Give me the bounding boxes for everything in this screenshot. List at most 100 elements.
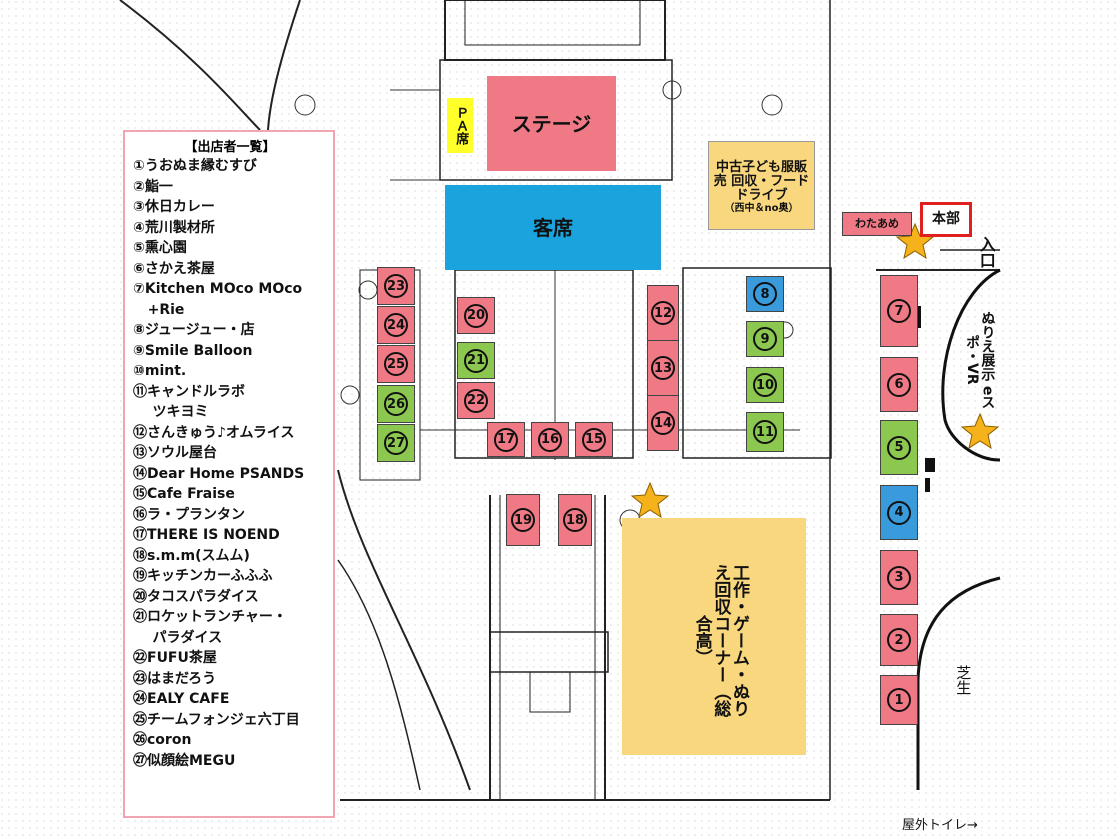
stall-18: 18	[558, 494, 592, 546]
legend-item: ⑳タコスパラダイス	[133, 588, 259, 605]
toilet-direction-label: 屋外トイレ→	[902, 817, 978, 833]
legend-item: ⑦Kitchen MOco MOco	[133, 281, 303, 297]
legend-item: ⑭Dear Home PSANDS	[133, 465, 305, 482]
stall-number: 10	[753, 373, 777, 397]
stall-number: 7	[887, 299, 911, 323]
stall-26: 26	[377, 385, 415, 423]
stall-number: 6	[887, 372, 911, 397]
legend-item: ④荒川製材所	[133, 219, 215, 236]
stall-25: 25	[377, 345, 415, 383]
kids-clothes-area: 中古子ども服販売 回収・フードドライブ （西中＆no奥）	[708, 141, 815, 230]
stall-number: 21	[464, 348, 488, 373]
esports-coloring-label: ぬりえ展示 eスポ・VR	[964, 310, 996, 410]
stall-number: 13	[651, 356, 675, 380]
legend-item: ㉕チームフォンジェ六丁目	[133, 711, 300, 728]
stall-21: 21	[457, 342, 495, 379]
stall-number: 2	[887, 628, 911, 652]
legend-list: ①うおぬま縁むすび ②鮨一 ③休日カレー ④荒川製材所 ⑤熏心園 ⑥さかえ茶屋 ⑦Kitch…	[133, 156, 327, 771]
legend-item: ⑤熏心園	[133, 240, 187, 256]
legend-item: ツキヨミ	[133, 404, 209, 420]
stall-number: 24	[384, 313, 408, 337]
audience-seating: 客席	[445, 185, 661, 270]
craft-corner-area	[622, 518, 806, 755]
legend-item: ①うおぬま縁むすび	[133, 158, 257, 174]
stall-11: 11	[746, 412, 784, 452]
star-marker-right	[960, 412, 1000, 450]
legend-item: ㉒FUFU茶屋	[133, 650, 217, 666]
legend-item: ⑯ラ・プランタン	[133, 506, 245, 523]
stall-13: 13	[647, 340, 679, 396]
cotton-candy-stall: わたあめ	[842, 212, 912, 236]
stall-8: 8	[746, 276, 784, 312]
stall-number: 22	[464, 388, 488, 413]
stall-number: 18	[563, 508, 587, 532]
stall-16: 16	[531, 422, 569, 457]
stall-number: 11	[753, 420, 777, 444]
stall-15: 15	[575, 422, 613, 457]
stall-number: 8	[753, 282, 777, 306]
stall-number: 5	[887, 435, 911, 460]
stall-6: 6	[880, 357, 918, 412]
legend-item: +Rie	[133, 301, 185, 318]
stall-number: 25	[384, 352, 408, 376]
stall-number: 19	[511, 508, 535, 532]
stall-number: 14	[651, 411, 675, 435]
pa-booth: ＰＡ席	[447, 98, 473, 153]
stall-5: 5	[880, 420, 918, 475]
stall-20: 20	[457, 297, 495, 334]
stall-number: 27	[384, 431, 408, 455]
stall-17: 17	[487, 422, 525, 457]
stall-27: 27	[377, 424, 415, 462]
legend-item: ⑬ソウル屋台	[133, 445, 217, 461]
stall-23: 23	[377, 267, 415, 305]
legend-item: ⑧ジュージュー・店	[133, 322, 255, 338]
stage-area: ステージ	[487, 76, 616, 171]
stall-number: 3	[887, 565, 911, 590]
vendor-legend: 【出店者一覧】 ①うおぬま縁むすび ②鮨一 ③休日カレー ④荒川製材所 ⑤熏心園 ⑥さかえ…	[123, 130, 335, 818]
legend-item: ⑩mint.	[133, 363, 187, 379]
legend-item: ⑲キッチンカーふふふ	[133, 568, 273, 584]
legend-item: ⑪キャンドルラボ	[133, 383, 245, 400]
kids-clothes-label: 中古子ども服販売 回収・フードドライブ	[713, 159, 810, 204]
stall-2: 2	[880, 614, 918, 666]
legend-item: ⑮Cafe Fraise	[133, 486, 235, 502]
legend-item: ③休日カレー	[133, 199, 215, 215]
stall-number: 12	[651, 301, 675, 325]
legend-item: ⑰THERE IS NOEND	[133, 527, 280, 543]
stall-number: 16	[538, 427, 562, 452]
stall-number: 9	[753, 327, 777, 351]
craft-corner-label: 工作・ゲーム・ぬりえ回収コーナー（総合高）	[691, 563, 750, 717]
entrance-label: 入口	[976, 236, 996, 268]
legend-item: ㉖coron	[133, 732, 192, 748]
legend-item: ⑨Smile Balloon	[133, 342, 253, 359]
stall-number: 17	[494, 427, 518, 452]
lawn-label: 芝生	[954, 665, 973, 695]
kids-clothes-sublabel: （西中＆no奥）	[724, 203, 799, 215]
stall-3: 3	[880, 550, 918, 605]
legend-item: ⑥さかえ茶屋	[133, 260, 215, 277]
stall-19: 19	[506, 494, 540, 546]
legend-item: ㉑ロケットランチャー・	[133, 609, 287, 625]
stall-14: 14	[647, 395, 679, 451]
stall-24: 24	[377, 306, 415, 344]
legend-item: パラダイス	[133, 629, 223, 646]
stall-number: 26	[384, 392, 408, 416]
legend-item: ㉓はまだろう	[133, 670, 217, 687]
stall-12: 12	[647, 285, 679, 341]
legend-item: ⑫さんきゅう♪オムライス	[133, 424, 295, 441]
legend-item: ⑱s.m.m(スムム)	[133, 547, 250, 564]
stall-number: 4	[887, 500, 911, 525]
star-marker-center	[630, 481, 670, 519]
legend-title: 【出店者一覧】	[184, 140, 276, 155]
stall-number: 20	[464, 303, 488, 328]
stall-7: 7	[880, 275, 918, 347]
stall-number: 23	[384, 274, 408, 298]
legend-item: ㉔EALY CAFE	[133, 691, 230, 707]
stall-number: 15	[582, 427, 606, 452]
legend-item: ②鮨一	[133, 178, 173, 195]
stall-1: 1	[880, 675, 918, 725]
legend-item: ㉗似顔絵MEGU	[133, 752, 236, 769]
stall-number: 1	[887, 688, 911, 712]
stall-10: 10	[746, 367, 784, 403]
stall-4: 4	[880, 485, 918, 540]
